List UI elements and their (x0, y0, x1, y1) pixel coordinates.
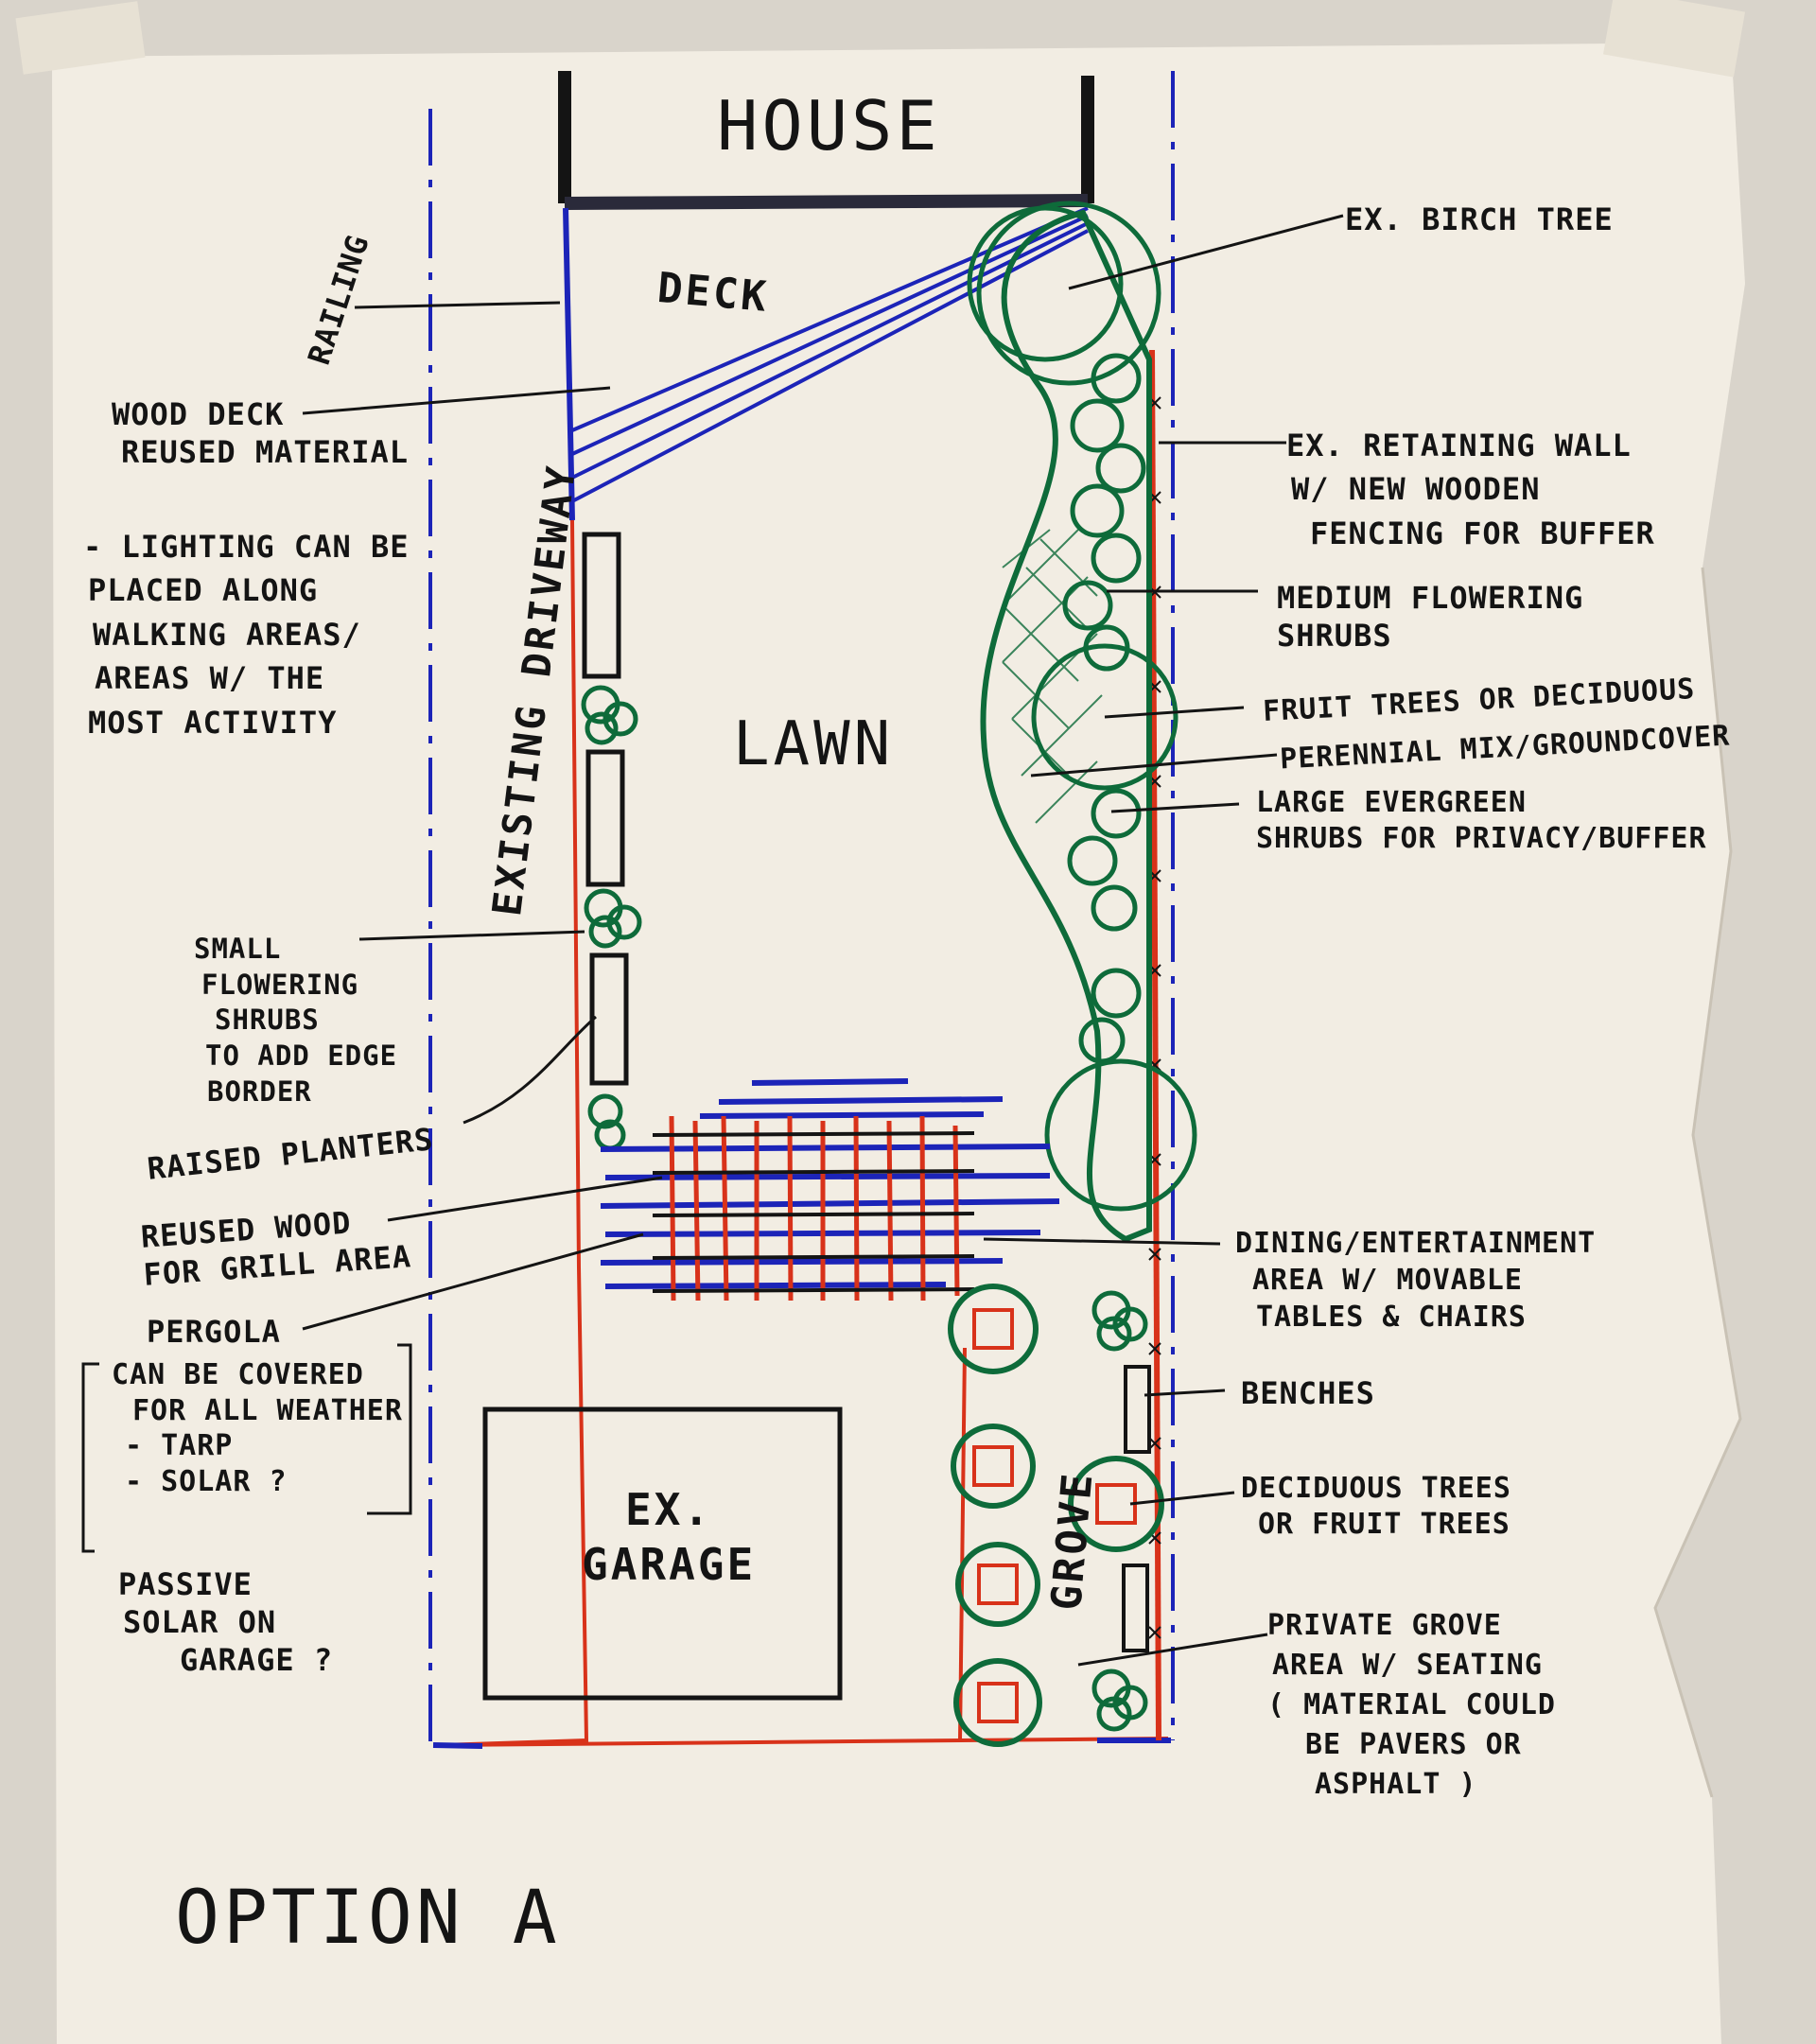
note-small-shrubs-line-1: SMALL (194, 933, 282, 965)
note-dining-line-2: AREA W/ MOVABLE (1252, 1264, 1523, 1297)
deck-stairs (571, 206, 1089, 503)
grove-trees (948, 1284, 1164, 1747)
lot-boundary-bottom (444, 1737, 1169, 1747)
note-covered: CAN BE COVERED FOR ALL WEATHER - TARP - … (112, 1357, 403, 1499)
pergola-frame (669, 1115, 960, 1302)
tape-top-left (15, 1, 146, 75)
note-private-grove-line-5: ASPHALT ) (1315, 1768, 1477, 1801)
note-private-grove-line-2: AREA W/ SEATING (1272, 1649, 1543, 1682)
lawn-label: LAWN (733, 709, 895, 779)
garage-label-line-2: GARAGE (582, 1538, 757, 1590)
note-private-grove: PRIVATE GROVE AREA W/ SEATING ( MATERIAL… (1267, 1606, 1556, 1805)
note-wood-deck-line-1: WOOD DECK (112, 396, 285, 432)
note-retaining-wall-line-1: EX. RETAINING WALL (1286, 428, 1632, 463)
note-covered-line-2: FOR ALL WEATHER (132, 1393, 403, 1427)
note-evergreen: LARGE EVERGREEN SHRUBS FOR PRIVACY/BUFFE… (1256, 785, 1707, 856)
note-wood-deck: WOOD DECK REUSED MATERIAL (112, 395, 409, 471)
note-evergreen-line-2: SHRUBS FOR PRIVACY/BUFFER (1256, 821, 1707, 855)
note-lighting: - LIGHTING CAN BE PLACED ALONG WALKING A… (83, 525, 410, 744)
fence-marks (1148, 396, 1161, 1639)
note-medium-shrubs-line-2: SHRUBS (1277, 618, 1392, 654)
note-small-shrubs-line-2: FLOWERING (201, 968, 359, 1001)
bracket-left (81, 1362, 99, 1553)
note-lighting-line-4: AREAS W/ THE (95, 660, 325, 697)
garage-outline (482, 1406, 843, 1701)
note-evergreen-line-1: LARGE EVERGREEN (1256, 786, 1527, 819)
note-lighting-line-1: - LIGHTING CAN BE (83, 529, 410, 565)
note-small-shrubs-line-5: BORDER (207, 1074, 312, 1108)
trees (967, 201, 1197, 1212)
note-lighting-line-2: PLACED ALONG (88, 572, 319, 609)
blue-corner-left (432, 1742, 483, 1749)
note-covered-line-4: - SOLAR ? (125, 1464, 288, 1498)
note-covered-line-1: CAN BE COVERED (112, 1358, 364, 1391)
deck-label: DECK (655, 263, 771, 323)
note-pergola: PERGOLA (147, 1314, 281, 1350)
note-wood-deck-line-2: REUSED MATERIAL (121, 434, 409, 470)
leader-lines (302, 214, 1344, 1667)
note-small-shrubs-line-3: SHRUBS (215, 1004, 320, 1037)
deck-edge (563, 207, 575, 521)
note-small-shrubs: SMALL FLOWERING SHRUBS TO ADD EDGE BORDE… (194, 932, 397, 1109)
retaining-wall (1149, 349, 1161, 1741)
benches (1122, 1365, 1151, 1652)
garage-label: EX. GARAGE (582, 1483, 756, 1592)
note-private-grove-line-4: BE PAVERS OR (1305, 1728, 1522, 1761)
house-label: HOUSE (717, 86, 941, 166)
note-private-grove-line-1: PRIVATE GROVE (1267, 1609, 1502, 1642)
note-retaining-wall-line-3: FENCING FOR BUFFER (1310, 515, 1655, 551)
note-lighting-line-5: MOST ACTIVITY (88, 704, 338, 741)
note-retaining-wall-line-2: W/ NEW WOODEN (1291, 471, 1541, 508)
paper-edge (1653, 567, 1742, 1798)
note-lighting-line-3: WALKING AREAS/ (93, 616, 361, 653)
grove-tree-squares (972, 1308, 1137, 1723)
note-medium-shrubs: MEDIUM FLOWERING SHRUBS (1277, 579, 1583, 655)
note-passive-solar-line-1: PASSIVE (118, 1566, 253, 1602)
tape-top-right (1602, 0, 1746, 78)
note-deciduous: DECIDUOUS TREES OR FRUIT TREES (1241, 1471, 1511, 1542)
note-benches: BENCHES (1241, 1375, 1375, 1411)
note-deciduous-line-2: OR FRUIT TREES (1258, 1507, 1510, 1541)
note-passive-solar-line-3: GARAGE ? (180, 1642, 334, 1678)
note-private-grove-line-3: ( MATERIAL COULD (1267, 1688, 1556, 1721)
note-birch: EX. BIRCH TREE (1345, 201, 1614, 237)
note-passive-solar: PASSIVE SOLAR ON GARAGE ? (118, 1565, 333, 1679)
grove-shrubs (1091, 1290, 1148, 1732)
note-dining-line-3: TABLES & CHAIRS (1256, 1301, 1527, 1334)
paper (52, 43, 1745, 2044)
note-retaining-wall: EX. RETAINING WALL W/ NEW WOODEN FENCING… (1286, 424, 1655, 555)
garage-label-line-1: EX. (625, 1484, 713, 1535)
note-small-shrubs-line-4: TO ADD EDGE (205, 1039, 398, 1073)
note-medium-shrubs-line-1: MEDIUM FLOWERING (1277, 580, 1584, 616)
small-shrubs (581, 685, 642, 1151)
note-passive-solar-line-2: SOLAR ON (123, 1604, 277, 1640)
grove-boundary (958, 1347, 967, 1741)
note-covered-line-3: - TARP (125, 1429, 234, 1462)
option-title: OPTION A (175, 1876, 561, 1961)
pergola-beams (652, 1131, 975, 1293)
note-dining: DINING/ENTERTAINMENT AREA W/ MOVABLE TAB… (1235, 1225, 1596, 1336)
planting-bed (980, 209, 1152, 1243)
note-deciduous-line-1: DECIDUOUS TREES (1241, 1472, 1511, 1505)
note-dining-line-1: DINING/ENTERTAINMENT (1235, 1227, 1597, 1260)
bracket-right (367, 1343, 412, 1515)
house-wall-bottom (564, 194, 1089, 210)
